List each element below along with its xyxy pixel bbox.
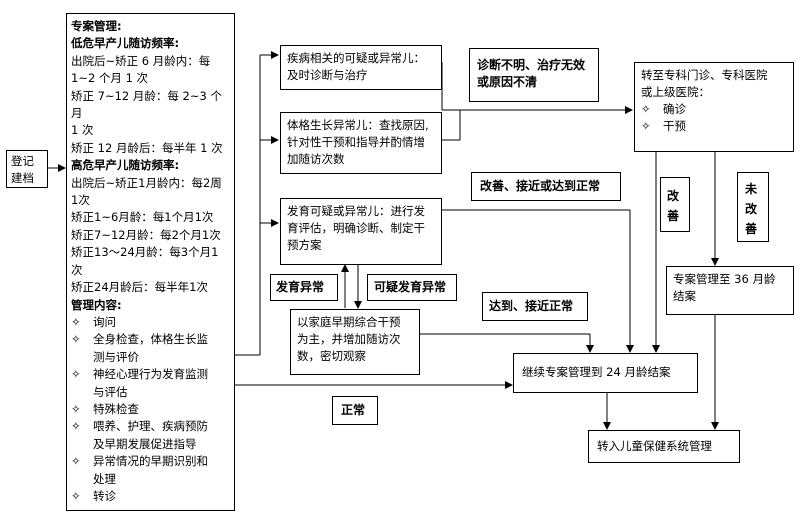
content-item-text: 与评估 — [93, 384, 128, 399]
diamond-bullet-icon: ✧ — [641, 102, 651, 116]
label-improve: 改善 — [660, 177, 690, 232]
development-abnormal-box: 发育可疑或异常儿：进行发 育评估，明确诊断、制定干 预方案 — [280, 198, 442, 265]
label-unclear-line: 或原因不清 — [477, 75, 538, 89]
content-item-text: 特殊检查 — [93, 401, 139, 416]
low-risk-line: 出院后~矫正 6 月龄内：每 — [71, 53, 211, 68]
diamond-bullet-icon: ✧ — [71, 332, 81, 347]
label-normal: 正常 — [332, 396, 378, 425]
label-unclear: 诊断不明、治疗无效 或原因不清 — [469, 48, 599, 102]
main-title: 专案管理: — [71, 19, 122, 33]
content-item: ✧ 全身检查，体格生长监 测与评价 — [71, 331, 230, 366]
content-item: ✧ 特殊检查 — [71, 401, 230, 418]
low-risk-line: 1 次 — [71, 123, 94, 138]
development-line: 育评估，明确诊断、制定干 — [287, 221, 425, 235]
content-title: 管理内容: — [71, 297, 122, 312]
content-item: ✧ 神经心理行为发育监测 与评估 — [71, 366, 230, 401]
diamond-bullet-icon: ✧ — [71, 401, 81, 416]
case24-text: 继续专案管理到 24 月龄结案 — [522, 365, 671, 379]
diamond-bullet-icon: ✧ — [71, 454, 81, 469]
low-risk-line: 1~2 个月 1 次 — [71, 71, 149, 86]
family-line: 为主，并增加随访次 — [297, 332, 401, 346]
diamond-bullet-icon: ✧ — [71, 367, 81, 382]
high-risk-line: 矫正7~12月龄：每2个月1次 — [71, 227, 221, 242]
label-reach-normal: 达到、接近正常 — [482, 292, 588, 321]
referral-box: 转至专科门诊、专科医院 或上级医院： ✧ 确诊 ✧ 干预 — [634, 62, 794, 152]
label-reach-normal-text: 达到、接近正常 — [489, 299, 574, 313]
register-line1: 登记 — [11, 154, 34, 168]
label-improved-near: 改善、接近或达到正常 — [471, 172, 621, 201]
diamond-bullet-icon: ✧ — [71, 488, 81, 503]
content-item: ✧ 喂养、护理、疾病预防 及早期发展促进指导 — [71, 418, 230, 453]
content-item: ✧ 询问 — [71, 314, 230, 331]
child-health-management-box: 转入儿童保健系统管理 — [588, 430, 740, 463]
referral-item: ✧ 确诊 — [641, 101, 787, 118]
disease-line: 疾病相关的可疑或异常儿： — [287, 51, 425, 65]
referral-line: 或上级医院： — [641, 85, 710, 99]
family-line: 以家庭早期综合干预 — [297, 315, 401, 329]
content-item-text: 处理 — [93, 471, 116, 486]
label-not-improve-text: 未改善 — [745, 182, 758, 236]
high-risk-line: 出院后~矫正1月龄内：每2周 — [71, 175, 222, 190]
development-line: 预方案 — [287, 238, 322, 252]
case-management-box: 专案管理: 低危早产儿随访频率: 出院后~矫正 6 月龄内：每 1~2 个月 1… — [66, 13, 235, 511]
case-24-months-box: 继续专案管理到 24 月龄结案 — [513, 353, 698, 393]
high-risk-line: 矫正13～24月龄：每3个月1 — [71, 245, 219, 260]
label-normal-text: 正常 — [341, 403, 366, 417]
development-line: 发育可疑或异常儿：进行发 — [287, 204, 425, 218]
growth-line: 体格生长异常儿：查找原因, — [287, 118, 429, 132]
content-item-text: 神经心理行为发育监测 — [93, 367, 208, 382]
high-risk-line: 次 — [71, 262, 83, 277]
low-risk-title: 低危早产儿随访频率: — [71, 36, 180, 51]
low-risk-line: 矫正 7~12 月龄：每 2~3 个月 — [71, 88, 222, 121]
family-intervention-box: 以家庭早期综合干预 为主，并增加随访次 数，密切观察 — [290, 309, 420, 375]
label-suspect-abnormal: 可疑发育异常 — [367, 274, 457, 301]
label-dev-abnormal: 发育异常 — [270, 274, 338, 301]
content-item-text: 转诊 — [93, 488, 116, 503]
disease-related-box: 疾病相关的可疑或异常儿： 及时诊断与治疗 — [280, 45, 442, 90]
content-item-text: 及早期发展促进指导 — [93, 436, 197, 451]
label-suspect-abnormal-text: 可疑发育异常 — [374, 280, 447, 294]
content-item-text: 测与评价 — [93, 349, 139, 364]
low-risk-line: 矫正 12 月龄后：每半年 1 次 — [71, 140, 223, 155]
high-risk-title: 高危早产儿随访频率: — [71, 158, 180, 173]
growth-abnormal-box: 体格生长异常儿：查找原因, 针对性干预和指导并酌情增 加随访次数 — [280, 112, 442, 174]
register-line2: 建档 — [11, 171, 34, 185]
case36-line: 专案管理至 36 月龄 — [673, 272, 776, 286]
content-item-text: 异常情况的早期识别和 — [93, 454, 208, 469]
disease-line: 及时诊断与治疗 — [287, 68, 368, 82]
diamond-bullet-icon: ✧ — [641, 119, 651, 133]
label-improve-text: 改善 — [667, 189, 680, 223]
content-item: ✧ 转诊 — [71, 488, 230, 505]
content-item: ✧ 异常情况的早期识别和 处理 — [71, 453, 230, 488]
content-item-text: 全身检查，体格生长监 — [93, 332, 208, 347]
case36-line: 结案 — [673, 289, 696, 303]
referral-item: ✧ 干预 — [641, 118, 787, 135]
growth-line: 加随访次数 — [287, 152, 345, 166]
label-unclear-line: 诊断不明、治疗无效 — [477, 58, 586, 72]
high-risk-line: 1次 — [71, 193, 90, 208]
diamond-bullet-icon: ✧ — [71, 419, 81, 434]
register-box: 登记 建档 — [6, 150, 48, 188]
label-improved-near-text: 改善、接近或达到正常 — [480, 179, 601, 193]
high-risk-line: 矫正24月龄后：每半年1次 — [71, 280, 208, 295]
family-line: 数，密切观察 — [297, 349, 366, 363]
final-text: 转入儿童保健系统管理 — [597, 439, 712, 453]
case-36-months-box: 专案管理至 36 月龄 结案 — [666, 266, 794, 315]
content-item-text: 询问 — [93, 314, 116, 329]
label-not-improve: 未改善 — [737, 172, 769, 242]
diamond-bullet-icon: ✧ — [71, 314, 81, 329]
referral-item-text: 确诊 — [663, 102, 686, 116]
referral-item-text: 干预 — [663, 119, 686, 133]
growth-line: 针对性干预和指导并酌情增 — [287, 135, 425, 149]
label-dev-abnormal-text: 发育异常 — [276, 280, 325, 294]
high-risk-line: 矫正1~6月龄：每1个月1次 — [71, 210, 214, 225]
content-item-text: 喂养、护理、疾病预防 — [93, 419, 208, 434]
referral-line: 转至专科门诊、专科医院 — [641, 68, 768, 82]
